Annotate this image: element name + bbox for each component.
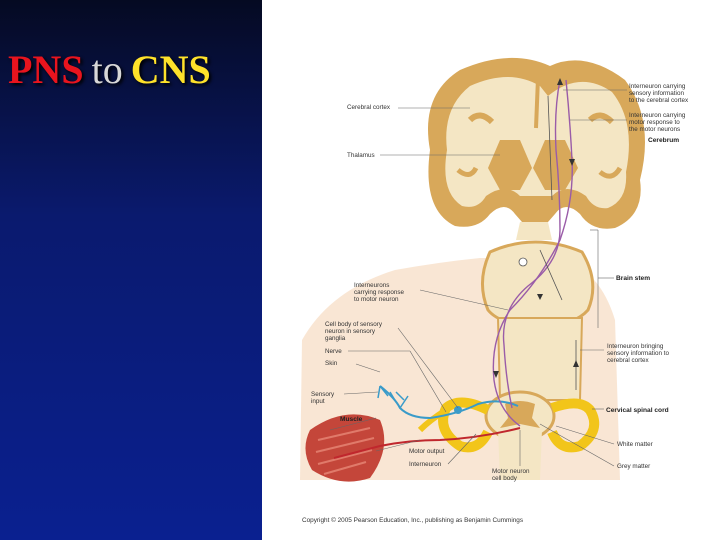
label-interneuron-sensory-2: sensory information	[629, 90, 684, 97]
label-thalamus: Thalamus	[347, 152, 375, 159]
label-interneuron-bringing-2: sensory information to	[607, 350, 669, 357]
label-cell-body-sensory-3: ganglia	[325, 335, 346, 342]
label-brain-stem: Brain stem	[616, 275, 650, 282]
label-muscle: Muscle	[340, 416, 363, 423]
sensory-ganglion	[454, 406, 462, 414]
label-interneuron-motor-3: the motor neurons	[629, 126, 680, 133]
label-skin: Skin	[325, 360, 338, 367]
nerve-left	[438, 397, 493, 453]
label-cell-body-sensory-1: Cell body of sensory	[325, 321, 383, 328]
cerebrum	[428, 57, 645, 229]
label-motor-neuron-cell-body-2: cell body	[492, 475, 518, 482]
label-cervical-spinal-cord: Cervical spinal cord	[606, 407, 669, 414]
descending-pathway	[492, 79, 573, 427]
nerve-trunk	[417, 407, 448, 433]
label-motor-neuron-cell-body-1: Motor neuron	[492, 468, 530, 475]
label-interneuron: Interneuron	[409, 461, 442, 468]
label-interneurons-response-1: Interneurons	[354, 282, 389, 289]
pns-cns-diagram: Cerebral cortex Thalamus Interneuron car…	[300, 57, 689, 524]
brain-stem	[481, 222, 595, 401]
label-cerebral-cortex: Cerebral cortex	[347, 104, 391, 111]
label-sensory-input-2: input	[311, 398, 325, 405]
label-interneuron-motor-1: Interneuron carrying	[629, 112, 686, 119]
label-white-matter: White matter	[617, 441, 653, 448]
label-motor-output: Motor output	[409, 448, 445, 455]
label-interneuron-sensory-1: Interneuron carrying	[629, 83, 686, 90]
label-grey-matter: Grey matter	[617, 463, 650, 470]
label-sensory-input-1: Sensory	[311, 391, 335, 398]
label-interneuron-sensory-3: to the cerebral cortex	[629, 97, 689, 104]
sensory-endings	[377, 385, 409, 409]
label-interneurons-response-2: carrying response	[354, 289, 405, 296]
motor-neuron	[333, 427, 521, 459]
ascending-pathway	[502, 79, 561, 409]
label-interneuron-bringing-3: cerebral cortex	[607, 357, 649, 364]
title-pns: PNS	[8, 47, 84, 92]
label-interneurons-response-3: to motor neuron	[354, 296, 399, 303]
leader-lines	[329, 89, 627, 467]
label-interneuron-motor-2: motor response to	[629, 119, 680, 126]
muscle	[305, 414, 385, 482]
label-interneuron-bringing-1: Interneuron bringing	[607, 343, 664, 350]
title-cns: CNS	[130, 47, 211, 92]
label-cerebrum: Cerebrum	[648, 137, 679, 144]
copyright-notice: Copyright © 2005 Pearson Education, Inc.…	[302, 516, 523, 524]
label-nerve: Nerve	[325, 348, 342, 355]
diagram-labels: Cerebral cortex Thalamus Interneuron car…	[311, 83, 689, 482]
label-cell-body-sensory-2: neuron in sensory	[325, 328, 376, 335]
title-to: to	[91, 47, 123, 92]
sensory-neuron	[379, 385, 519, 420]
nerve-right	[547, 398, 600, 453]
